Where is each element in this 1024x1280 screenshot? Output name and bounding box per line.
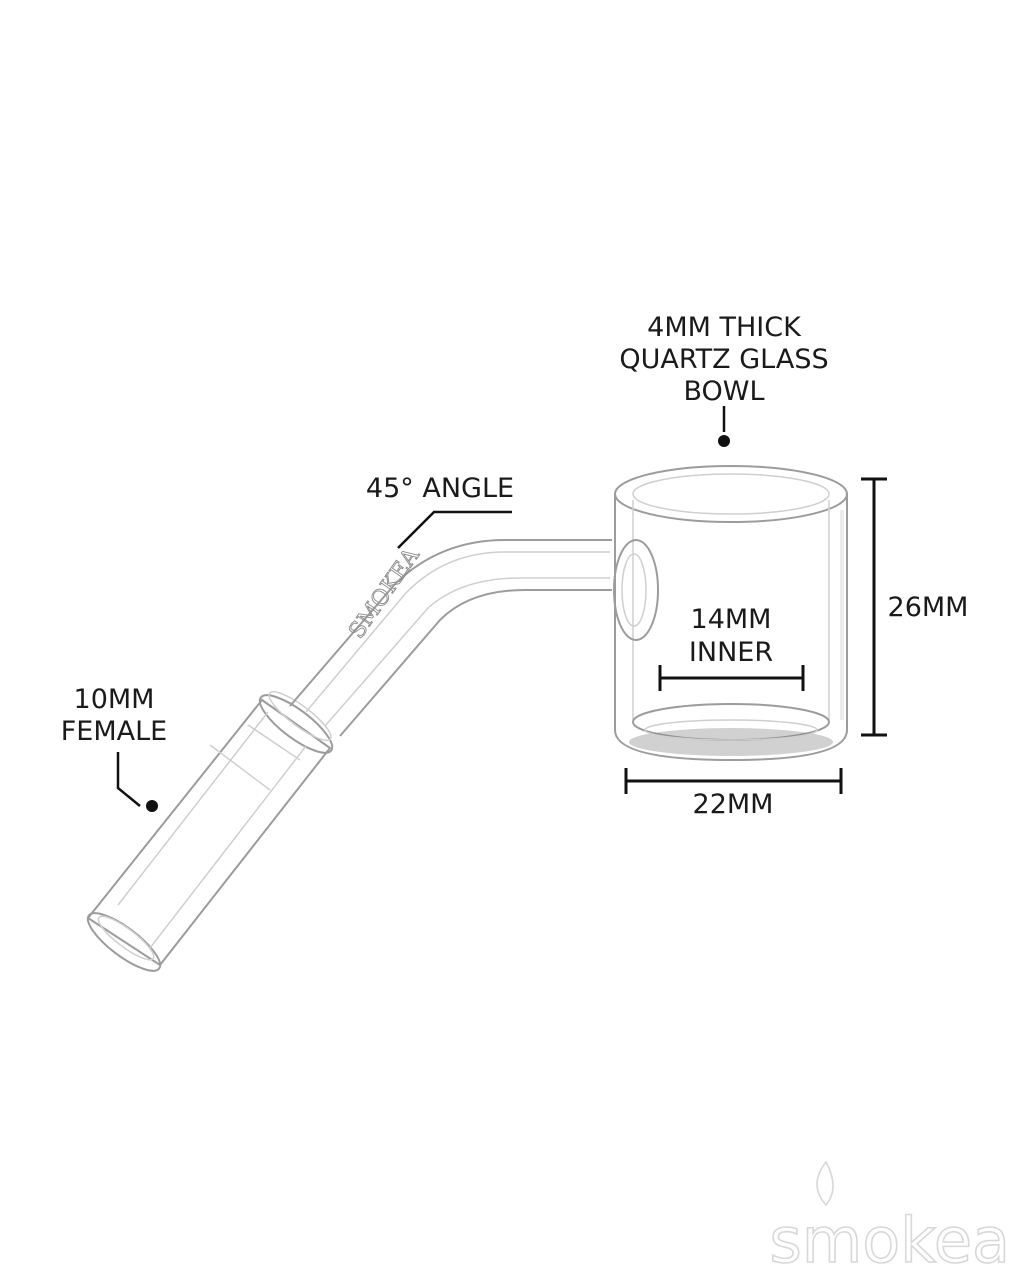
joint-callout: 10MM FEMALE (61, 684, 167, 812)
joint-callout-line-1: 10MM (74, 684, 155, 715)
width-dimension-label: 22MM (693, 789, 774, 820)
smokea-watermark-logo: smokea (769, 1160, 1011, 1278)
female-joint-sleeve (86, 691, 334, 972)
angle-callout-leader (397, 510, 512, 549)
joint-callout-leader (116, 752, 141, 807)
height-dimension-label: 26MM (888, 592, 969, 623)
stem-engraving: SMOKEA (344, 543, 425, 643)
height-dimension: 26MM (861, 477, 969, 737)
bowl-callout-dot (718, 435, 730, 447)
angled-neck-tube: SMOKEA (289, 539, 612, 737)
quartz-bowl (613, 465, 848, 762)
inner-diameter-dimension: 14MM INNER (658, 604, 805, 691)
bowl-callout-line-1: 4MM THICK (647, 312, 802, 343)
joint-callout-line-2: FEMALE (61, 716, 167, 747)
smoke-flame-icon (816, 1160, 834, 1207)
angle-callout: 45° ANGLE (366, 473, 514, 549)
width-dimension: 22MM (624, 768, 843, 820)
bowl-callout: 4MM THICK QUARTZ GLASS BOWL (619, 312, 829, 447)
quartz-banger-illustration: SMOKEA (86, 465, 848, 972)
watermark-text: smokea (770, 1204, 1010, 1277)
inner-diameter-line-1: 14MM (691, 604, 772, 635)
bowl-callout-line-3: BOWL (683, 376, 764, 407)
bowl-callout-line-2: QUARTZ GLASS (619, 344, 828, 375)
joint-callout-dot (146, 800, 158, 812)
angle-callout-label: 45° ANGLE (366, 473, 514, 504)
inner-diameter-line-2: INNER (689, 637, 773, 668)
